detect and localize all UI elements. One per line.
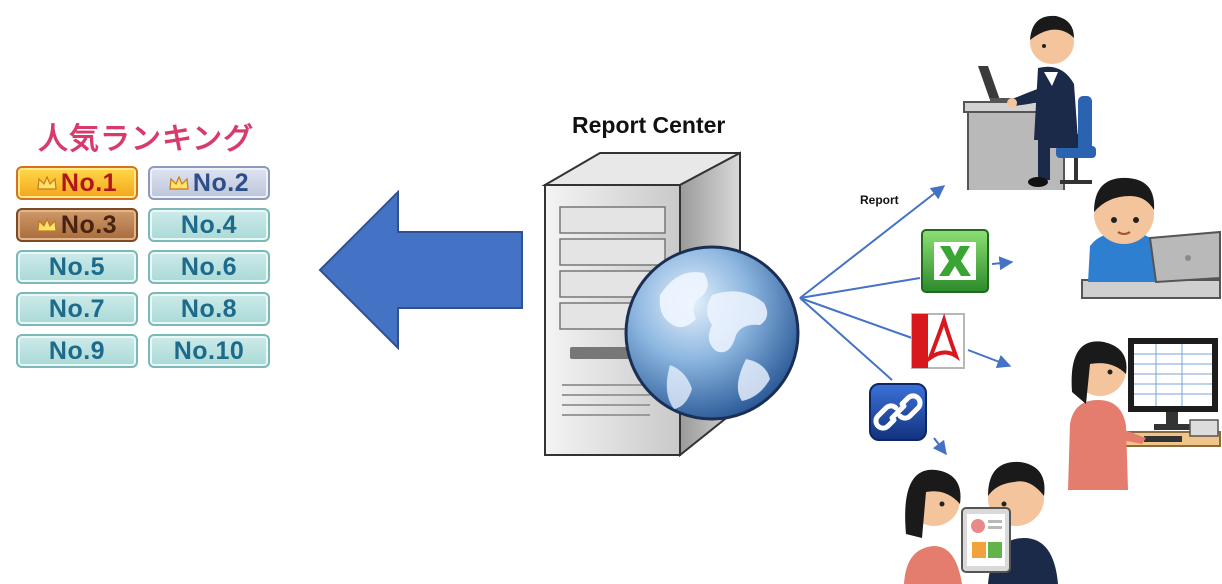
rank-label: No.6 [180, 252, 238, 281]
link-icon [869, 383, 927, 441]
crown-icon [37, 176, 57, 190]
rank-badge: No.1 [16, 166, 138, 200]
rank-label: No.5 [48, 252, 106, 281]
person-laptop [1081, 177, 1221, 299]
arrow-excel-out [991, 256, 1014, 271]
rank-badge: No.3 [16, 208, 138, 242]
rank-label: No.10 [173, 336, 245, 365]
rank-label: No.8 [180, 294, 238, 323]
globe-icon [624, 245, 800, 421]
rank-label: No.2 [192, 168, 250, 197]
flow-line-link [799, 297, 893, 381]
flow-line-excel [799, 277, 921, 299]
flow-line-report [799, 185, 946, 299]
excel-icon [921, 229, 989, 293]
rank-badge: No.4 [148, 208, 270, 242]
server-title: Report Center [572, 112, 726, 138]
rank-badge: No.9 [16, 334, 138, 368]
rank-label: No.1 [60, 168, 118, 197]
rank-badge: No.8 [148, 292, 270, 326]
couple-viewing-tablet [904, 461, 1058, 584]
rank-badge: No.10 [148, 334, 270, 368]
rank-badge: No.6 [148, 250, 270, 284]
arrow-link-out [932, 437, 947, 456]
flow-line-pdf [799, 297, 913, 339]
person-spreadsheet-monitor [1068, 338, 1221, 490]
office-worker-desk [963, 15, 1096, 190]
rank-label: No.4 [180, 210, 238, 239]
pdf-icon [911, 313, 965, 369]
report-label: Report [860, 193, 899, 207]
left-arrow [318, 190, 523, 350]
rank-label: No.3 [60, 210, 118, 239]
crown-icon [37, 218, 57, 232]
rank-badge: No.5 [16, 250, 138, 284]
rank-badge: No.2 [148, 166, 270, 200]
arrow-pdf-out [967, 349, 1012, 369]
rank-label: No.7 [48, 294, 106, 323]
web-server-globe-icon [541, 151, 800, 458]
rank-badge: No.7 [16, 292, 138, 326]
left-arrow-shape [318, 190, 523, 350]
rank-label: No.9 [48, 336, 106, 365]
crown-icon [169, 176, 189, 190]
ranking-title: 人気ランキング [38, 122, 255, 157]
